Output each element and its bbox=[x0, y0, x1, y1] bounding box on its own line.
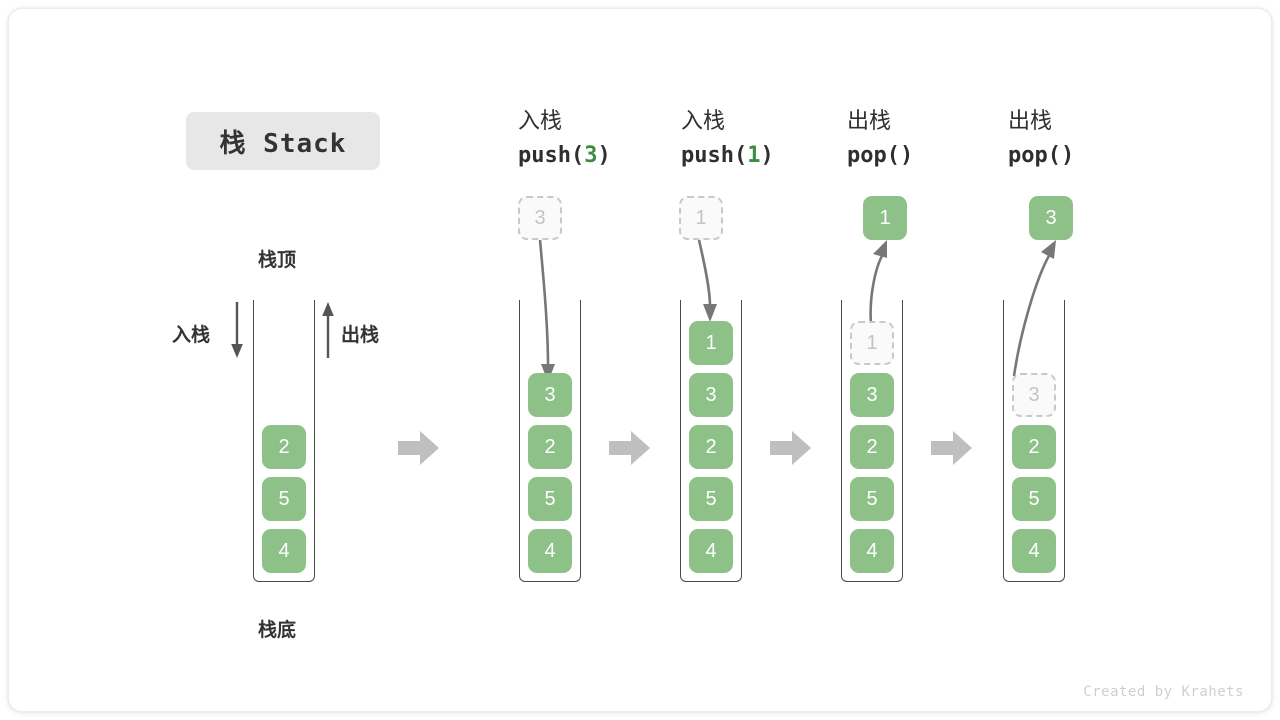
stack-cell: 4 bbox=[1012, 529, 1056, 573]
incoming-element-ghost: 1 bbox=[679, 196, 723, 240]
stage-label-pop-1: 出栈 pop() bbox=[847, 105, 913, 173]
stack-bottom-label: 栈底 bbox=[258, 620, 297, 641]
stack-cell: 4 bbox=[689, 529, 733, 573]
popped-element-ghost: 1 bbox=[850, 321, 894, 365]
stack-cell: 2 bbox=[1012, 425, 1056, 469]
stage-op-call: pop() bbox=[1008, 143, 1075, 168]
stack-cell: 5 bbox=[528, 477, 572, 521]
stack-container-push-3 bbox=[519, 300, 581, 582]
stack-cell: 2 bbox=[850, 425, 894, 469]
stack-container-pop-1 bbox=[841, 300, 903, 582]
popped-element-ghost: 3 bbox=[1012, 373, 1056, 417]
incoming-element-ghost: 3 bbox=[518, 196, 562, 240]
stack-cell: 4 bbox=[528, 529, 572, 573]
stage-op-call: pop() bbox=[847, 143, 914, 168]
outgoing-element: 3 bbox=[1029, 196, 1073, 240]
stack-cell: 5 bbox=[689, 477, 733, 521]
stack-cell: 4 bbox=[262, 529, 306, 573]
flow-arrow-icon bbox=[609, 431, 650, 465]
stack-cell: 5 bbox=[850, 477, 894, 521]
stack-cell: 3 bbox=[850, 373, 894, 417]
flow-arrow-icon bbox=[931, 431, 972, 465]
stage-op-title: 出栈 bbox=[1008, 109, 1053, 134]
stack-cell: 3 bbox=[689, 373, 733, 417]
diagram-title-box: 栈 Stack bbox=[186, 112, 380, 170]
stack-cell: 5 bbox=[1012, 477, 1056, 521]
page-title: 栈 Stack bbox=[219, 128, 347, 159]
stack-cell: 5 bbox=[262, 477, 306, 521]
pop-direction-arrow-icon bbox=[322, 302, 334, 358]
flow-arrow-icon bbox=[398, 431, 439, 465]
push-side-label: 入栈 bbox=[172, 325, 211, 346]
stack-cell: 1 bbox=[689, 321, 733, 365]
stack-cell: 2 bbox=[262, 425, 306, 469]
stage-label-push-1: 入栈 push(1) bbox=[681, 105, 774, 173]
outgoing-element: 1 bbox=[863, 196, 907, 240]
stack-container-initial bbox=[253, 300, 315, 582]
stage-label-pop-3: 出栈 pop() bbox=[1008, 105, 1074, 173]
stage-label-push-3: 入栈 push(3) bbox=[518, 105, 611, 173]
stack-container-pop-3 bbox=[1003, 300, 1065, 582]
stack-top-label: 栈顶 bbox=[258, 250, 297, 271]
stage-op-title: 出栈 bbox=[847, 109, 892, 134]
stack-container-push-1 bbox=[680, 300, 742, 582]
pop-side-label: 出栈 bbox=[341, 325, 380, 346]
stage-op-title: 入栈 bbox=[681, 109, 726, 134]
stack-cell: 2 bbox=[528, 425, 572, 469]
stack-cell: 2 bbox=[689, 425, 733, 469]
stage-op-title: 入栈 bbox=[518, 109, 563, 134]
push-direction-arrow-icon bbox=[231, 302, 243, 358]
credit-text: Created by Krahets bbox=[1083, 684, 1244, 700]
stage-op-call: push(1) bbox=[681, 143, 774, 168]
stack-cell: 3 bbox=[528, 373, 572, 417]
stage-op-call: push(3) bbox=[518, 143, 611, 168]
flow-arrow-icon bbox=[770, 431, 811, 465]
stack-cell: 4 bbox=[850, 529, 894, 573]
